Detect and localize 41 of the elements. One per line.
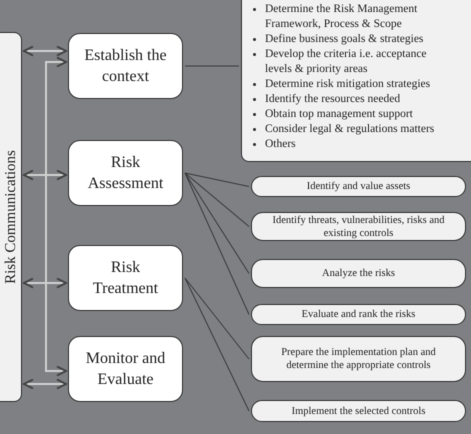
connector-line [184,278,250,412]
arrow [23,378,67,390]
context-list-box [241,0,471,162]
step-pill [251,400,466,422]
step-text: Identify and value assets [306,180,412,193]
arrow [23,278,67,288]
step-pill [251,304,466,325]
bullet-item: Determine the Risk Management Framework, Process & Scope [265,2,418,32]
stage-box [68,33,183,99]
step-pill [251,336,466,382]
bullet-item: Others [265,137,297,152]
vertical-label: Risk Communications [3,150,19,284]
arrow [23,46,67,56]
bullet-item: Develop the criteria i.e. acceptance levels & priority areas [265,47,428,77]
arrow [23,170,67,180]
bullet-item: Identify the resources needed [265,92,402,107]
stage-title: Monitor and Evaluate [84,349,166,390]
connector-line [184,172,250,274]
step-text: Prepare the implementation plan and determine the appropriate controls [280,346,437,372]
stage-box [68,336,183,402]
stage-title: Establish the context [83,46,168,87]
arrow [45,56,67,376]
connector-line [184,172,250,315]
connector-line [184,278,250,360]
bullet-item: Determine risk mitigation strategies [265,77,432,92]
step-text: Evaluate and rank the risks [300,308,416,321]
step-pill [251,176,466,197]
bullet-item: Define business goals & strategies [265,32,424,47]
connector-line [184,172,250,227]
step-pill [251,259,466,288]
stage-box [68,140,183,206]
connector-line [184,172,250,187]
bullet-item: Consider legal & regulations matters [265,122,436,137]
stage-title: Risk Assessment [86,153,164,194]
stage-box [68,245,183,311]
bullet-item: Obtain top management support [265,107,414,122]
step-text: Identify threats, vulnerabilities, risks and existing controls [271,214,446,240]
step-pill [251,212,466,241]
stage-title: Risk Treatment [92,258,160,299]
step-text: Implement the selected controls [290,404,426,418]
step-text: Analyze the risks [321,267,396,280]
